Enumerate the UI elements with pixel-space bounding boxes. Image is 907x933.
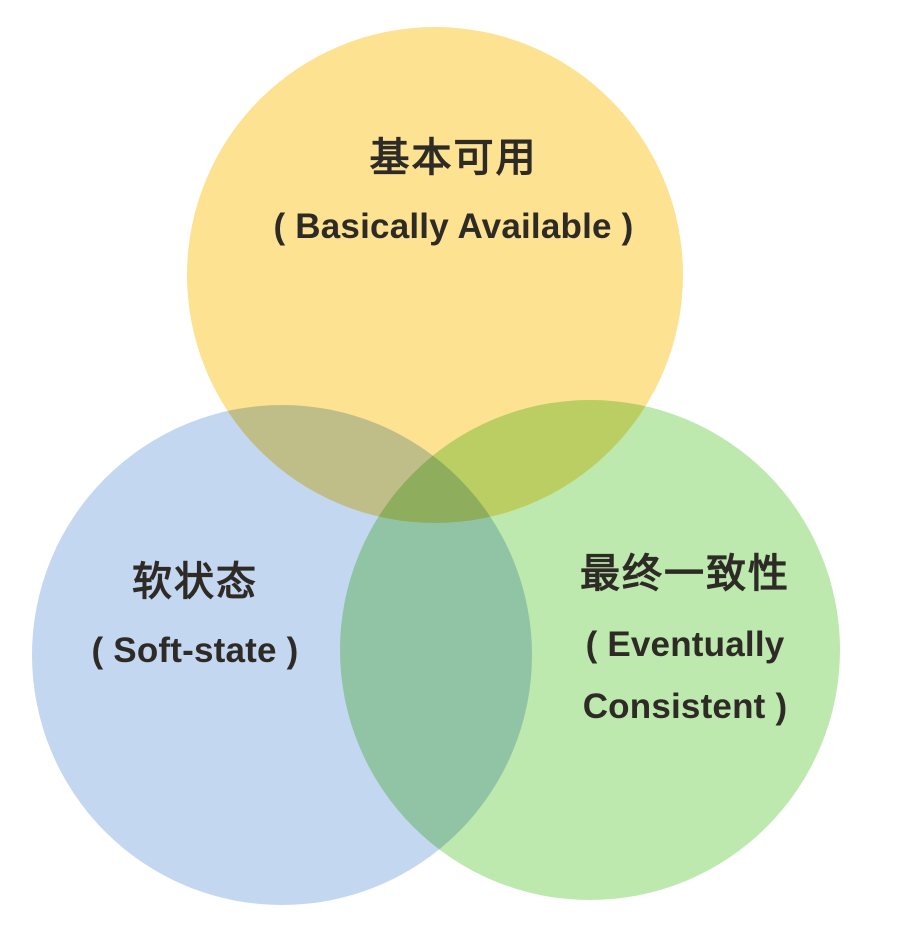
circle-eventually-consistent[interactable] (340, 400, 840, 900)
circle-basically-available[interactable] (187, 27, 683, 523)
venn-circle-group (32, 27, 840, 905)
